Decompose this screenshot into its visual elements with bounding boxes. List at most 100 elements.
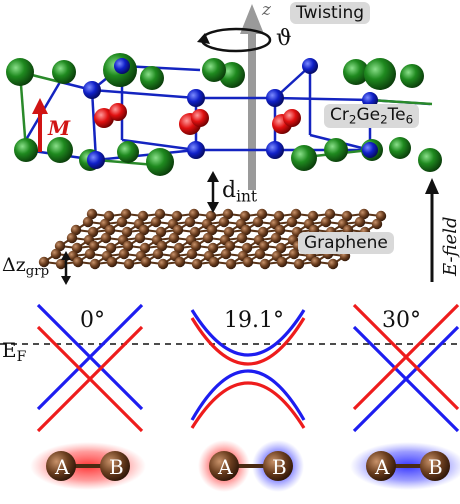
carbon-atom-1-0 (82, 216, 94, 228)
carbon-atom-1-10 (252, 216, 264, 228)
carbon-atom-4-12 (258, 240, 270, 252)
panel2-red-cone-b (352, 303, 460, 411)
cr-atom-5 (302, 58, 318, 74)
te-atom-18 (389, 137, 411, 159)
te-bond-1 (369, 98, 433, 106)
carbon-atom-2-2 (104, 224, 116, 236)
twist-angle-symbol: ϑ (276, 26, 292, 51)
dimer-0-a: A (55, 455, 70, 479)
carbon-atom-6-3 (89, 258, 101, 270)
carbon-atom-0-2 (120, 208, 132, 220)
te-atom-12 (146, 148, 174, 176)
interlayer-distance-arrow (207, 171, 219, 213)
panel-angle-1: 19.1° (224, 308, 284, 333)
dimer-0-atom-b (100, 451, 130, 481)
circular-arrow-icon (197, 27, 272, 53)
carbon-atom-0-6 (188, 208, 200, 220)
ge-atom-0 (94, 108, 114, 128)
carbon-atom-1-4 (150, 216, 162, 228)
carbon-atom-6-10 (208, 256, 220, 268)
bond-18 (121, 138, 197, 152)
fermi-base: E (2, 338, 17, 362)
carbon-atom-0-1 (103, 210, 115, 222)
carbon-atom-4-8 (190, 240, 202, 252)
carbon-atom-4-1 (71, 242, 83, 254)
panel0-red-cone-b (36, 325, 144, 433)
panel1-blue-lower (190, 369, 306, 421)
material-part-3: Te (387, 105, 406, 125)
carbon-atom-0-8 (222, 208, 234, 220)
magnetization-arrow-icon (32, 98, 48, 152)
cr-atom-2 (266, 89, 284, 107)
carbon-atom-0-3 (137, 210, 149, 222)
ge-atom-3 (191, 109, 209, 127)
carbon-atom-5-4 (118, 248, 130, 260)
twisting-label: Twisting (290, 2, 371, 24)
carbon-atom-6-12 (242, 256, 254, 268)
carbon-atom-6-16 (310, 256, 322, 268)
te-atom-14 (291, 145, 317, 171)
bond-1 (91, 88, 197, 100)
carbon-atom-6-15 (293, 258, 305, 270)
carbon-atom-5-8 (186, 248, 198, 260)
carbon-atom-3-6 (168, 232, 180, 244)
te-atom-13 (117, 141, 139, 163)
interlayer-distance-label: dint (222, 178, 257, 206)
panel-angle-0: 0° (80, 308, 105, 333)
fermi-level-label: EF (2, 338, 26, 365)
electric-field-arrow-icon (425, 178, 439, 282)
carbon-atom-3-2 (100, 232, 112, 244)
carbon-atom-4-2 (88, 240, 100, 252)
carbon-atom-4-7 (173, 242, 185, 254)
carbon-atom-4-5 (139, 242, 151, 254)
panel1-blue-upper (190, 309, 306, 357)
carbon-atom-6-5 (123, 258, 135, 270)
crystal-atoms (6, 53, 442, 176)
fermi-sub: F (16, 349, 27, 366)
carbon-atom-3-4 (134, 232, 146, 244)
carbon-atom-4-3 (105, 242, 117, 254)
dimer-0-atom-a (46, 451, 76, 481)
carbon-atom-6-13 (259, 258, 271, 270)
carbon-atom-0-0 (86, 208, 98, 220)
material-part-1: Cr (330, 105, 349, 125)
carbon-atom-2-0 (70, 224, 82, 236)
cr-atom-4 (114, 58, 130, 74)
buckling-label: Δzgrp (2, 254, 49, 279)
dimer-2-b: B (428, 455, 443, 479)
carbon-atom-1-2 (116, 216, 128, 228)
panel-angle-2: 30° (382, 308, 421, 333)
magnetization-label: M (48, 116, 71, 140)
bond-5 (90, 89, 98, 161)
carbon-atom-6-17 (327, 258, 339, 270)
te-atom-17 (418, 148, 442, 172)
carbon-atom-6-14 (276, 256, 288, 268)
carbon-atom-2-9 (223, 226, 235, 238)
graphene-label: Graphene (298, 232, 394, 254)
cr-atom-8 (266, 141, 284, 159)
carbon-atom-5-6 (152, 248, 164, 260)
carbon-atom-1-8 (218, 216, 230, 228)
carbon-atom-5-0 (50, 248, 62, 260)
delta-z-sub: grp (25, 263, 50, 279)
carbon-atom-6-9 (191, 258, 203, 270)
carbon-atom-6-11 (225, 258, 237, 270)
carbon-atom-1-14 (320, 216, 332, 228)
panel0-blue-cone-b (36, 303, 144, 411)
carbon-atom-4-6 (156, 240, 168, 252)
material-label: Cr2Ge2Te6 (324, 104, 420, 128)
carbon-atom-5-10 (220, 248, 232, 260)
te-atom-3 (140, 66, 164, 90)
te-atom-8 (400, 64, 424, 88)
z-axis-label: z (262, 0, 271, 20)
graphene-sheet (38, 208, 387, 270)
carbon-atom-2-11 (257, 226, 269, 238)
te-atom-5 (202, 58, 226, 82)
carbon-atom-1-6 (184, 216, 196, 228)
te-atom-1 (52, 60, 76, 84)
te-atom-15 (324, 138, 348, 162)
te-atom-9 (14, 138, 38, 162)
material-sub-3: 6 (405, 112, 414, 127)
